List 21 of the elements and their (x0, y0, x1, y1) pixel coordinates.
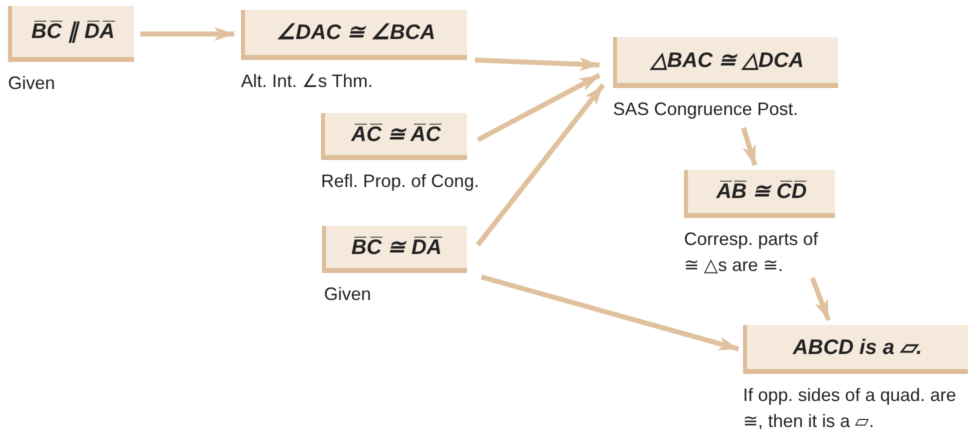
reason-text: Given (324, 283, 372, 306)
reason-text: Refl. Prop. of Cong. (321, 170, 480, 193)
reason-text: If opp. sides of a quad. are ≅, then it is a ▱. (743, 384, 958, 433)
reason-text: Alt. Int. ∠s Thm. (241, 70, 374, 93)
arrow (476, 73, 601, 142)
statement-box: ABCD is a ▱. (743, 325, 968, 374)
statement-box: B̅C̅ ∥ D̅A̅ (8, 6, 134, 62)
statement-box: A̅C̅ ≅ A̅C̅ (321, 113, 467, 160)
statement-box: △BAC ≅ △DCA (613, 37, 838, 88)
statement-box: ∠DAC ≅ ∠BCA (241, 10, 467, 60)
statement-box: A̅B̅ ≅ C̅D̅ (684, 170, 835, 218)
reason-text: Corresp. parts of ≅ △s are ≅. (684, 228, 820, 277)
arrow (140, 27, 234, 41)
arrow (476, 83, 606, 246)
statement-box: B̅C̅ ≅ D̅A̅ (322, 226, 467, 273)
arrow (810, 277, 831, 321)
reason-text: Given (8, 72, 56, 95)
reason-text: SAS Congruence Post. (613, 98, 800, 121)
arrow (480, 274, 740, 352)
arrow (741, 127, 758, 166)
arrow (474, 57, 600, 72)
